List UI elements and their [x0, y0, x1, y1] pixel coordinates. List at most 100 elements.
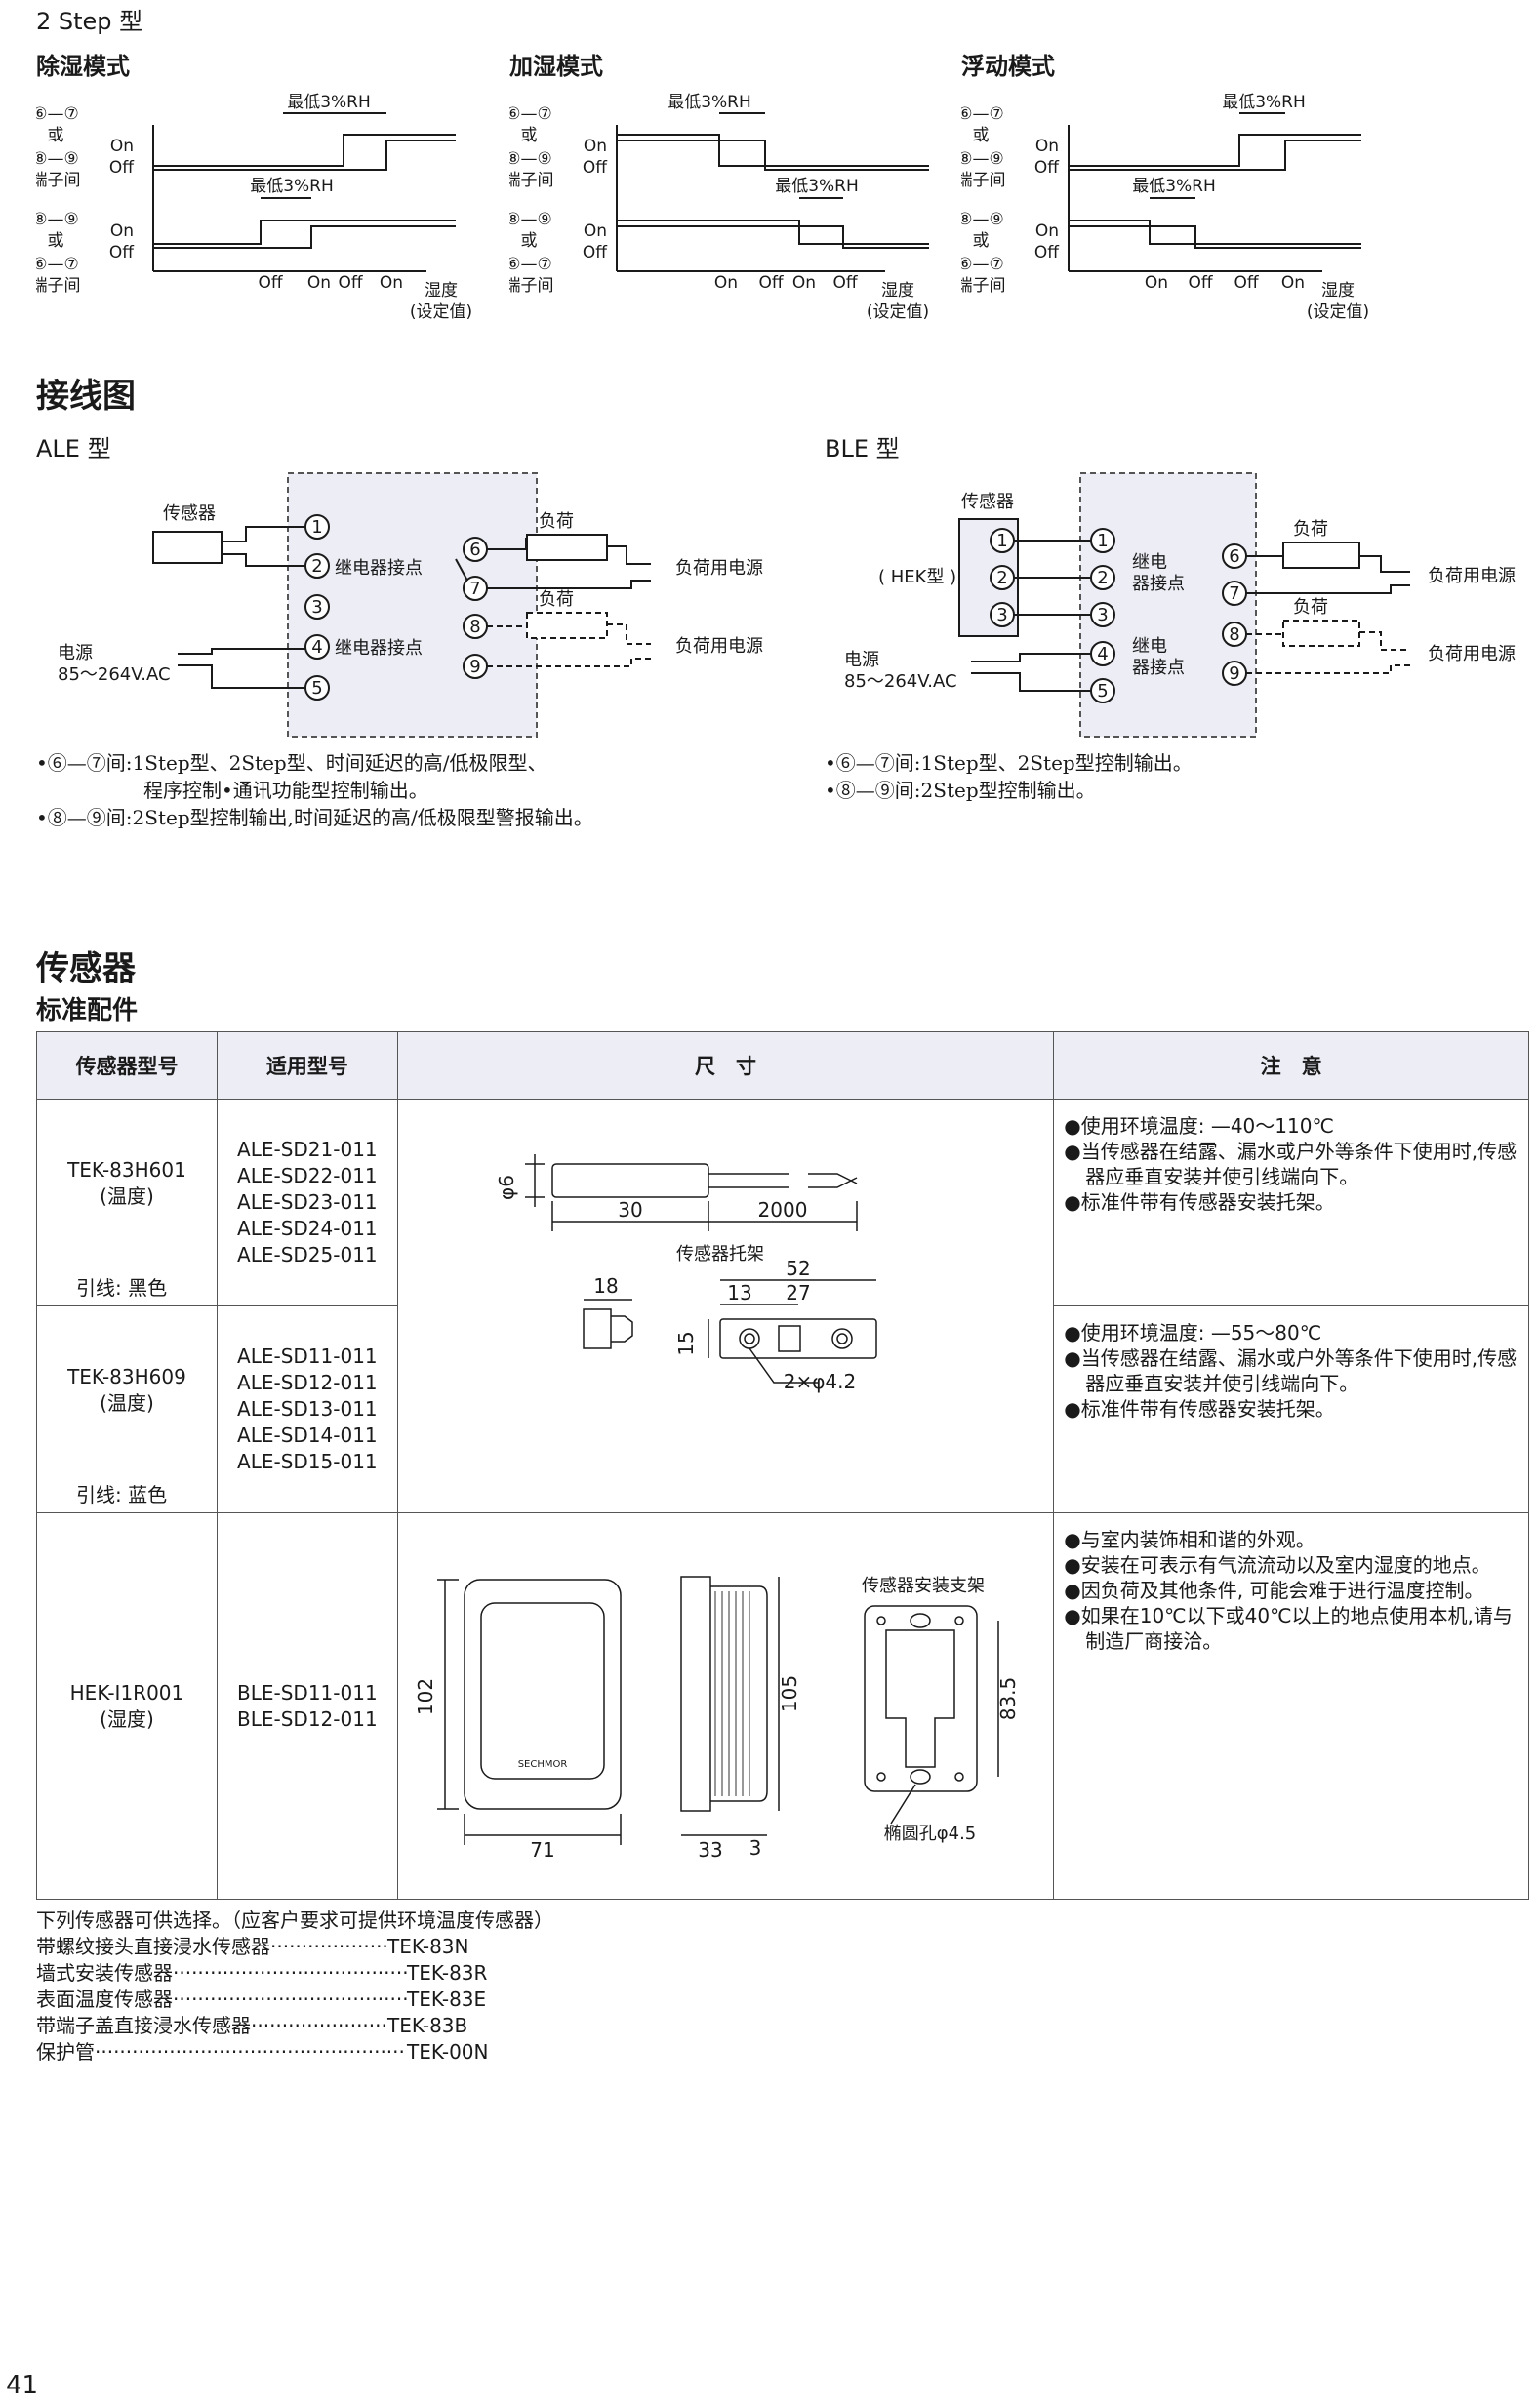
- svg-text:Off: Off: [1034, 243, 1060, 262]
- svg-text:6: 6: [469, 540, 480, 560]
- svg-text:负荷用电源: 负荷用电源: [675, 636, 763, 657]
- svg-text:On: On: [307, 273, 331, 293]
- humidify-timing-chart: ⑥—⑦ 或 ⑧—⑨ 端子间 ⑧—⑨ 或 ⑥—⑦ 端子间 On Off On Of…: [509, 93, 929, 322]
- svg-text:18: 18: [593, 1274, 618, 1298]
- svg-text:102: 102: [414, 1678, 437, 1715]
- svg-text:或: 或: [973, 231, 990, 251]
- svg-text:Off: Off: [1188, 273, 1213, 293]
- svg-text:端子间: 端子间: [509, 276, 554, 296]
- svg-text:或: 或: [48, 126, 64, 145]
- svg-text:(设定值): (设定值): [867, 302, 929, 322]
- svg-text:端子间: 端子间: [36, 171, 81, 190]
- sensor-model-cell: TEK-83H601(温度) 引线: 黑色: [36, 1099, 218, 1306]
- ale-wiring-diagram: 传感器 电源 85～264V.AC 1 2 3 4 5 6 7 8 9 继电器接…: [58, 472, 763, 738]
- table-row: TEK-83H609(温度) 引线: 蓝色 ALE-SD11-011 ALE-S…: [36, 1305, 1529, 1513]
- svg-text:8: 8: [1229, 624, 1239, 645]
- applicable-cell: BLE-SD11-011 BLE-SD12-011: [216, 1512, 398, 1900]
- optional-lead: 下列传感器可供选择。（应客户要求可提供环境温度传感器）: [36, 1908, 553, 1932]
- header-applicable: 适用型号: [216, 1031, 398, 1100]
- svg-text:电源: 电源: [844, 650, 879, 670]
- svg-text:负荷用电源: 负荷用电源: [1428, 566, 1516, 586]
- header-dimensions: 尺 寸: [396, 1031, 1055, 1100]
- svg-text:⑥—⑦: ⑥—⑦: [36, 255, 79, 274]
- list-item: 表面温度传感器·································…: [36, 1987, 487, 2011]
- sensor-model-cell: HEK-I1R001(湿度): [36, 1512, 218, 1900]
- svg-text:71: 71: [530, 1838, 554, 1862]
- svg-text:SECHMOR: SECHMOR: [517, 1759, 567, 1770]
- svg-text:4: 4: [311, 637, 322, 658]
- svg-text:最低3%RH: 最低3%RH: [1222, 93, 1306, 112]
- svg-text:器接点: 器接点: [1132, 574, 1185, 594]
- svg-text:最低3%RH: 最低3%RH: [668, 93, 751, 112]
- table-row: TEK-83H601(温度) 引线: 黑色 ALE-SD21-011 ALE-S…: [36, 1099, 1529, 1513]
- svg-text:Off: Off: [583, 243, 608, 262]
- applicable-cell: ALE-SD21-011 ALE-SD22-011 ALE-SD23-011 A…: [216, 1099, 398, 1306]
- svg-text:端子间: 端子间: [961, 276, 1006, 296]
- svg-text:52: 52: [786, 1257, 810, 1280]
- svg-text:继电器接点: 继电器接点: [335, 558, 423, 579]
- svg-text:85～264V.AC: 85～264V.AC: [58, 664, 171, 685]
- svg-text:φ6: φ6: [495, 1175, 518, 1200]
- header-notes: 注 意: [1053, 1031, 1529, 1100]
- list-item: 带螺纹接头直接浸水传感器····························…: [36, 1935, 469, 1958]
- svg-text:⑧—⑨: ⑧—⑨: [961, 149, 1004, 169]
- svg-text:7: 7: [1229, 583, 1239, 604]
- min-rh-label: 最低3%RH: [287, 93, 371, 112]
- svg-text:负荷用电源: 负荷用电源: [675, 558, 763, 579]
- svg-text:15: 15: [674, 1331, 698, 1355]
- svg-text:33: 33: [698, 1838, 722, 1862]
- svg-text:继电器接点: 继电器接点: [335, 638, 423, 659]
- svg-text:105: 105: [778, 1675, 801, 1712]
- notes-cell: ●使用环境温度: —40～110℃ ●当传感器在结露、漏水或户外等条件下使用时,…: [1053, 1099, 1529, 1306]
- terminal-label: ⑥—⑦: [36, 104, 79, 124]
- svg-text:⑥—⑦: ⑥—⑦: [509, 104, 552, 124]
- header-sensor-model: 传感器型号: [36, 1031, 218, 1100]
- svg-text:湿度: 湿度: [1321, 281, 1355, 301]
- page-number: 41: [6, 2371, 39, 2400]
- svg-text:或: 或: [521, 231, 538, 251]
- sensor-title: 传感器: [36, 949, 136, 988]
- svg-text:最低3%RH: 最低3%RH: [1132, 177, 1216, 196]
- svg-text:⑧—⑨: ⑧—⑨: [36, 210, 79, 229]
- svg-text:On: On: [1281, 273, 1305, 293]
- svg-text:⑧—⑨: ⑧—⑨: [509, 149, 552, 169]
- svg-text:On: On: [1145, 273, 1168, 293]
- svg-text:负荷: 负荷: [539, 589, 574, 610]
- svg-text:5: 5: [311, 678, 322, 699]
- svg-text:⑧—⑨: ⑧—⑨: [509, 210, 552, 229]
- svg-text:传感器: 传感器: [961, 492, 1014, 512]
- ale-sensor-box: [152, 531, 223, 564]
- svg-text:⑧—⑨: ⑧—⑨: [961, 210, 1004, 229]
- svg-text:端子间: 端子间: [36, 276, 81, 296]
- svg-text:3: 3: [311, 597, 322, 618]
- wiring-title: 接线图: [36, 377, 136, 416]
- dehumidify-timing-chart: ⑥—⑦ 或 ⑧—⑨ 端子间 ⑧—⑨ 或 ⑥—⑦ 端子间 On Off On Of…: [36, 93, 472, 322]
- sensor-spec-table: 传感器型号 适用型号 尺 寸 注 意 TEK-83H601(温度) 引线: 黑色…: [36, 1031, 1529, 1900]
- svg-text:器接点: 器接点: [1132, 658, 1185, 678]
- sensor-model-cell: TEK-83H609(温度) 引线: 蓝色: [36, 1305, 218, 1513]
- svg-text:端子间: 端子间: [509, 171, 554, 190]
- svg-text:Off: Off: [832, 273, 858, 293]
- svg-text:4: 4: [1097, 644, 1108, 664]
- step-section-title: 2 Step 型: [36, 8, 143, 35]
- svg-text:On: On: [792, 273, 816, 293]
- svg-text:Off: Off: [758, 273, 784, 293]
- hek-dimension-drawing: SECHMOR 102 71 105 33 3 传感器安装支架 83.5 椭圆孔…: [414, 1576, 1020, 1862]
- svg-text:83.5: 83.5: [996, 1677, 1020, 1721]
- svg-text:( HEK型 ): ( HEK型 ): [878, 567, 956, 587]
- svg-text:On: On: [584, 221, 607, 241]
- svg-text:传感器托架: 传感器托架: [676, 1244, 764, 1264]
- svg-text:3: 3: [749, 1836, 761, 1860]
- svg-text:1: 1: [996, 531, 1007, 551]
- svg-text:2×φ4.2: 2×φ4.2: [784, 1370, 856, 1393]
- svg-text:负荷用电源: 负荷用电源: [1428, 644, 1516, 664]
- svg-text:或: 或: [521, 126, 538, 145]
- svg-text:1: 1: [1097, 531, 1108, 551]
- svg-text:On: On: [110, 137, 134, 156]
- sensor-subtitle: 标准配件: [36, 996, 139, 1025]
- svg-text:最低3%RH: 最低3%RH: [775, 177, 859, 196]
- table-row: HEK-I1R001(湿度) BLE-SD11-011 BLE-SD12-011: [36, 1512, 1529, 1900]
- svg-text:9: 9: [469, 657, 480, 677]
- hek-dimension-cell: SECHMOR 102 71 105 33 3 传感器安装支架 83.5 椭圆孔…: [396, 1512, 1055, 1900]
- svg-text:7: 7: [469, 579, 480, 599]
